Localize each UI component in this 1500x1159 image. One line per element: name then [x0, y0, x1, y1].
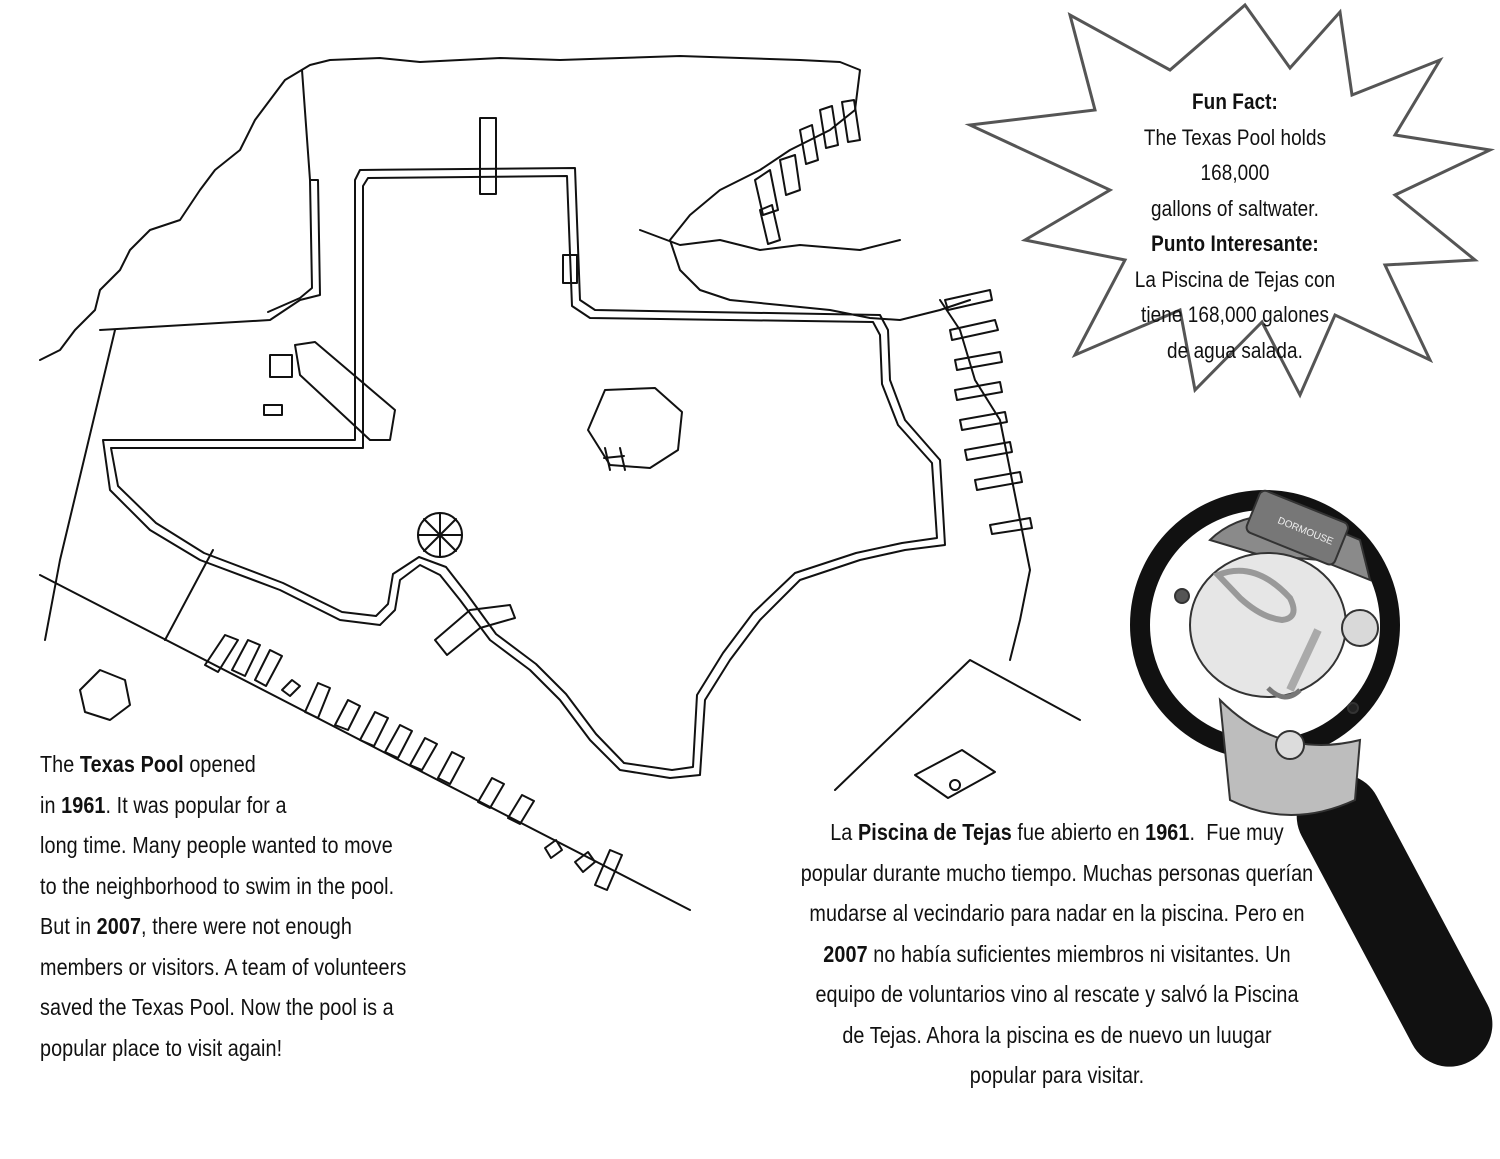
english-line: long time. Many people wanted to move	[40, 832, 393, 858]
fun-fact-heading: Fun Fact:	[1192, 89, 1278, 114]
english-line: saved the Texas Pool. Now the pool is a	[40, 994, 394, 1020]
spanish-line: equipo de voluntarios vino al rescate y …	[815, 981, 1299, 1007]
english-line: members or visitors. A team of volunteer…	[40, 953, 407, 980]
english-line: The Texas Pool opened	[40, 751, 256, 777]
punto-line: tiene 168,000 galones	[1140, 302, 1330, 327]
punto-interesante-heading: Punto Interesante:	[1151, 231, 1319, 256]
spanish-line: popular para visitar.	[969, 1062, 1145, 1088]
english-line: But in 2007, there were not enough	[40, 913, 352, 939]
spanish-line: La Piscina de Tejas fue abierto en 1961.…	[830, 819, 1284, 845]
english-line: popular place to visit again!	[40, 1034, 283, 1061]
treeline	[39, 55, 971, 361]
spanish-paragraph: La Piscina de Tejas fue abierto en 1961.…	[769, 812, 1345, 1096]
english-line: in 1961. It was popular for a	[40, 791, 287, 818]
punto-line: de agua salada.	[1167, 337, 1303, 363]
fun-fact: Fun Fact: The Texas Pool holds 168,000 g…	[1110, 84, 1359, 368]
loungers-bottom	[204, 634, 623, 891]
dormouse-character	[1174, 489, 1379, 816]
spanish-line: popular durante mucho tiempo. Muchas per…	[800, 859, 1314, 886]
loungers-right	[944, 289, 1033, 535]
fun-fact-line: The Texas Pool holds 168,000	[1143, 124, 1327, 186]
texas-pool-outline	[102, 167, 946, 779]
english-line: to the neighborhood to swim in the pool.	[40, 872, 395, 899]
punto-line: La Piscina de Tejas con	[1134, 266, 1336, 292]
octagon-island	[587, 387, 683, 469]
spanish-line: de Tejas. Ahora la piscina es de nuevo u…	[842, 1021, 1272, 1048]
starburst	[964, 2, 1496, 399]
english-paragraph: The Texas Pool opened in 1961. It was po…	[40, 744, 487, 1068]
spanish-line: 2007 no había suficientes miembros ni vi…	[823, 940, 1291, 967]
loungers-top	[754, 99, 861, 245]
spanish-line: mudarse al vecindario para nadar en la p…	[809, 900, 1305, 926]
fun-fact-line: gallons of saltwater.	[1151, 195, 1319, 221]
